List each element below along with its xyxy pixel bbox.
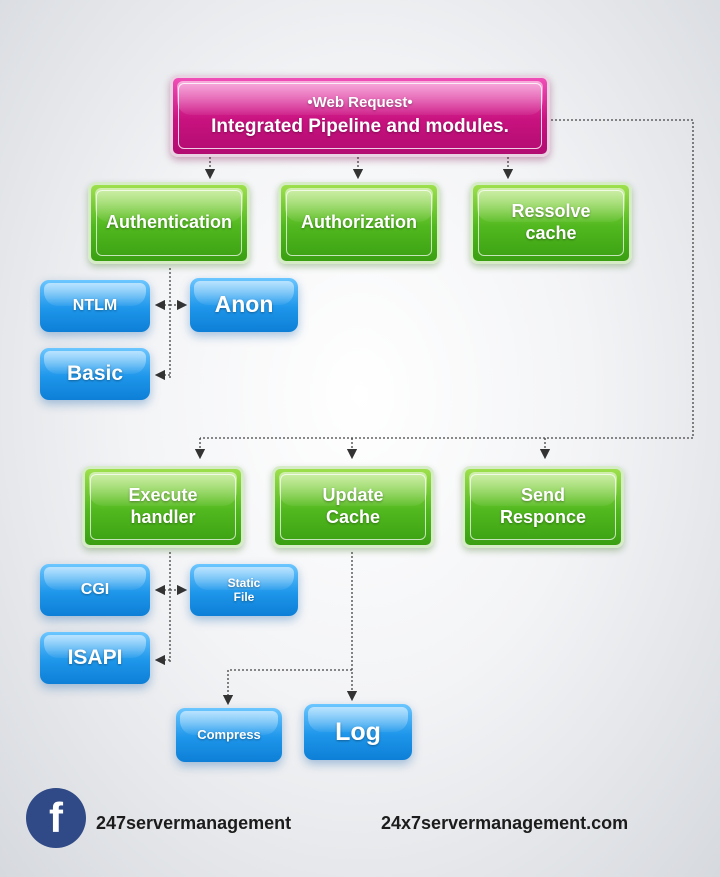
web-request-subtitle: •Web Request• (307, 93, 413, 111)
module-basic-label: Basic (66, 362, 124, 386)
stage-resolve-cache: Ressolve cache (470, 182, 632, 264)
module-isapi: ISAPI (40, 632, 150, 684)
stage-authentication: Authentication (88, 182, 250, 264)
web-request-node: •Web Request• Integrated Pipeline and mo… (170, 75, 550, 157)
stage-authorization-label: Authorization (301, 212, 417, 233)
stage-execute-handler: Execute handler (82, 466, 244, 548)
stage-authentication-label: Authentication (106, 212, 232, 233)
module-log-label: Log (335, 718, 381, 746)
module-basic: Basic (40, 348, 150, 400)
module-anon: Anon (190, 278, 298, 332)
module-log: Log (304, 704, 412, 760)
module-compress: Compress (176, 708, 282, 762)
stage-resolve-cache-label: Ressolve cache (511, 201, 591, 243)
connector-loop-to-row2 (200, 119, 694, 439)
stage-update-cache: Update Cache (272, 466, 434, 548)
connector-to-compress (222, 669, 352, 706)
module-ntlm-label: NTLM (72, 297, 118, 315)
stage-send-response: Send Responce (462, 466, 624, 548)
stage-execute-handler-label: Execute handler (128, 485, 198, 527)
module-anon-label: Anon (214, 291, 274, 318)
module-cgi-label: CGI (80, 581, 110, 599)
facebook-handle[interactable]: 247servermanagement (96, 813, 292, 833)
module-compress-label: Compress (197, 727, 261, 743)
stage-send-response-label: Send Responce (499, 485, 587, 527)
stage-authorization: Authorization (278, 182, 440, 264)
website-link[interactable]: 24x7servermanagement.com (381, 813, 629, 833)
module-static-file: Static File (190, 564, 298, 616)
stage-update-cache-label: Update Cache (322, 485, 384, 527)
module-ntlm: NTLM (40, 280, 150, 332)
module-static-file-label: Static File (227, 575, 261, 604)
module-isapi-label: ISAPI (67, 646, 123, 670)
module-cgi: CGI (40, 564, 150, 616)
web-request-title: Integrated Pipeline and modules. (211, 115, 509, 137)
facebook-icon[interactable]: f (26, 788, 86, 848)
